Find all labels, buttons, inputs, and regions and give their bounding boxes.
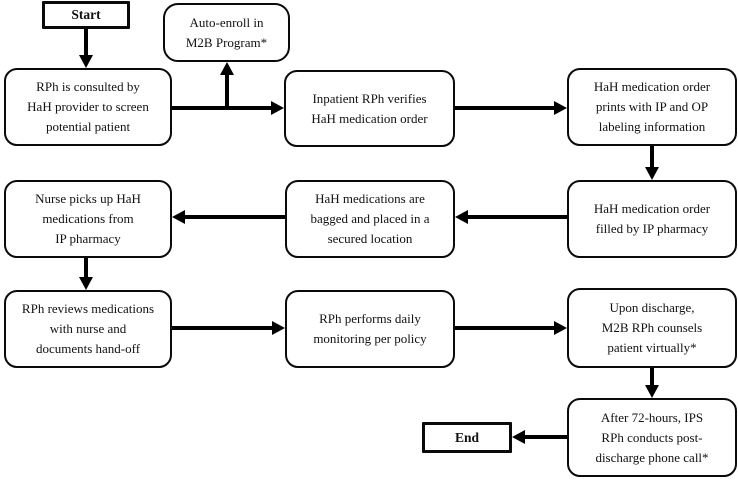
node-nurse-pickup: Nurse picks up HaH medications from IP p… (4, 180, 172, 258)
node-end: End (422, 422, 512, 453)
node-consult: RPh is consulted by HaH provider to scre… (4, 68, 172, 146)
node-handoff: RPh reviews medications with nurse and d… (4, 290, 172, 368)
node-post-call: After 72-hours, IPS RPh conducts post- d… (567, 398, 737, 477)
node-monitoring: RPh performs daily monitoring per policy (285, 290, 455, 368)
node-filled: HaH medication order filled by IP pharma… (567, 180, 737, 258)
node-auto-enroll: Auto-enroll in M2B Program* (163, 3, 290, 62)
node-counsel: Upon discharge, M2B RPh counsels patient… (567, 288, 737, 368)
node-start: Start (42, 1, 130, 29)
node-bagged: HaH medications are bagged and placed in… (285, 180, 455, 258)
node-verify: Inpatient RPh verifies HaH medication or… (284, 70, 455, 147)
node-prints: HaH medication order prints with IP and … (567, 68, 737, 146)
